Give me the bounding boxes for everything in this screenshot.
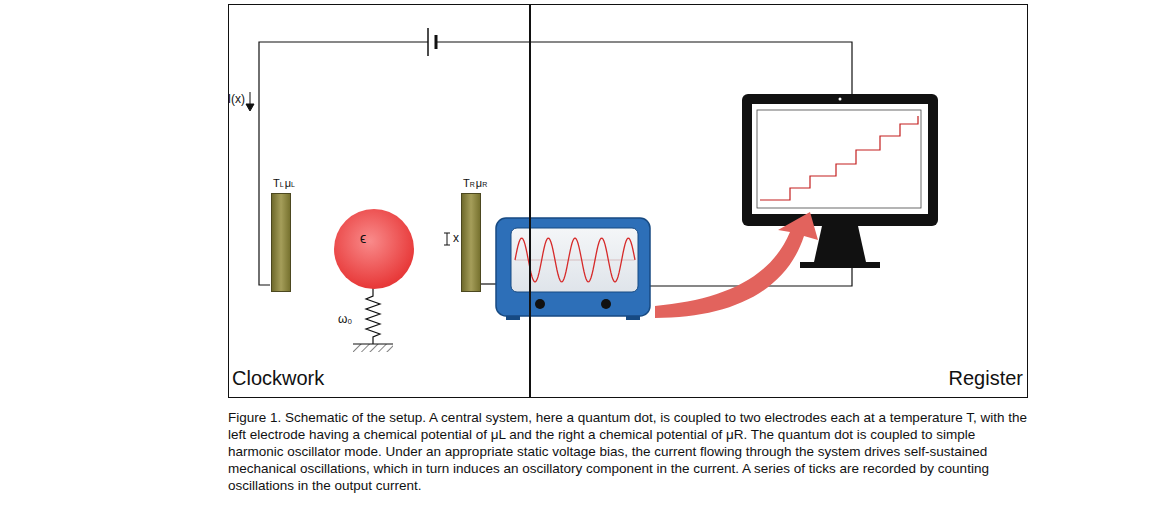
register-panel: Register — [530, 4, 1028, 398]
current-label: I(x) — [228, 92, 245, 106]
subscript: R — [470, 181, 475, 188]
subscript: R — [482, 181, 487, 188]
frequency-label: ω₀ — [338, 312, 352, 326]
panel-label: Clockwork — [232, 367, 324, 390]
panel-label: Register — [949, 367, 1023, 390]
level-symbol: ϵ — [360, 230, 366, 246]
oscilloscope — [496, 218, 650, 320]
monitor — [742, 94, 938, 268]
displacement-bracket — [444, 233, 450, 245]
subscript: L — [280, 181, 284, 188]
transfer-arrow — [655, 212, 818, 318]
symbol: μ — [285, 177, 291, 189]
left-electrode: TLμL — [271, 193, 291, 292]
figure-caption: Figure 1. Schematic of the setup. A cent… — [228, 409, 1028, 494]
symbol: μ — [476, 177, 482, 189]
displacement-label: x — [453, 231, 459, 245]
electrode-label: TRμR — [463, 177, 488, 189]
electrode-label: TLμL — [273, 177, 296, 189]
ground-hatch — [353, 344, 393, 352]
spring-symbol — [366, 288, 380, 344]
current-arrow — [246, 92, 254, 111]
symbol: T — [463, 177, 470, 189]
symbol: T — [273, 177, 280, 189]
subscript: L — [291, 181, 295, 188]
battery-symbol — [428, 28, 436, 56]
ground-line — [353, 343, 393, 344]
quantum-dot: ϵ — [334, 209, 414, 289]
clockwork-panel: ClockworkTLμLϵTRμR — [228, 4, 530, 398]
right-electrode: TRμR — [461, 193, 481, 292]
